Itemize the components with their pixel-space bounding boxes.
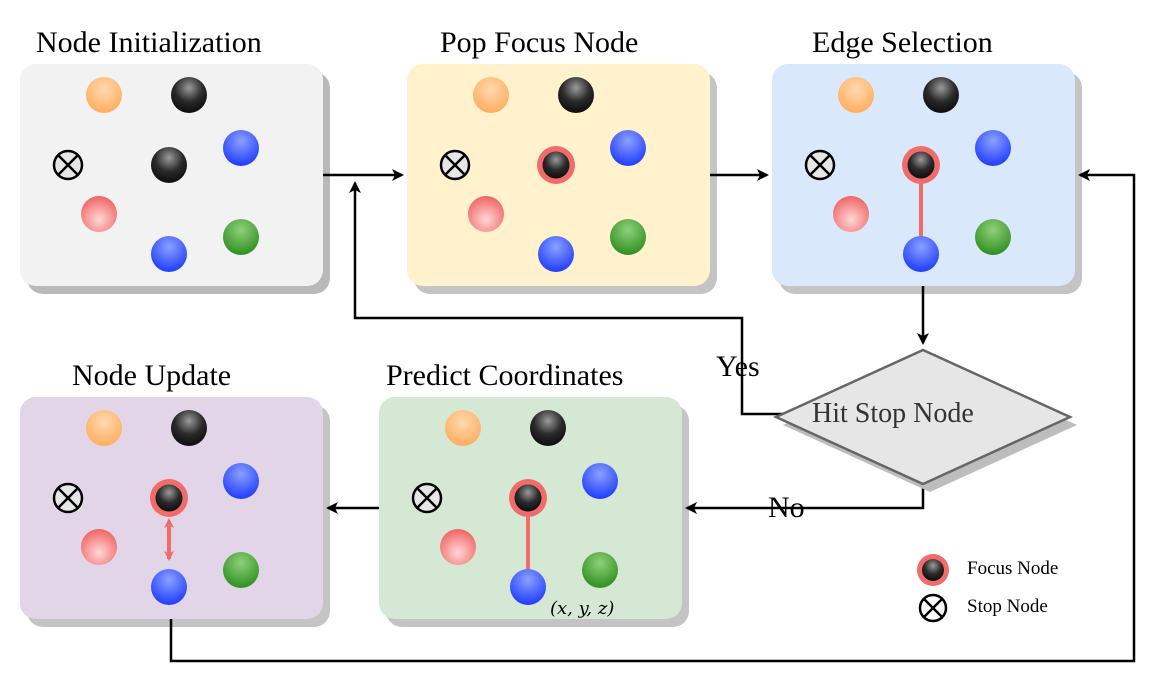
blue-node [975,130,1011,166]
focus-node [155,484,183,512]
red-node [440,529,476,565]
red-node [81,529,117,565]
orange-node [445,410,481,446]
stop-node-legend-icon [918,593,948,623]
legend-stop-node-label: Stop Node [967,596,1048,617]
orange-node [473,77,509,113]
arrow-yes-loop [349,181,783,416]
stop-node-icon [439,149,471,181]
black-node [923,77,959,113]
green-node [582,552,618,588]
title-node-initialization: Node Initialization [36,26,262,59]
blue-node [223,130,259,166]
green-node [223,552,259,588]
decision-label: Hit Stop Node [812,398,974,429]
decision-hit-stop-node [772,348,1077,492]
orange-node [86,77,122,113]
green-node [223,219,259,255]
focus-node-legend-icon [922,559,944,581]
nodes-node-update [52,410,259,605]
nodes-node-initialization [52,77,259,272]
nodes-pop-focus-node [439,77,646,272]
blue-node [223,463,259,499]
no-label: No [768,491,805,524]
red-node [81,196,117,232]
red-node [833,196,869,232]
blue-node [151,569,187,605]
legend [917,554,949,623]
title-node-update: Node Update [72,359,232,392]
nodes-predict-coordinates [411,410,618,605]
blue-node [582,463,618,499]
blue-node [610,130,646,166]
legend-focus-node-label: Focus Node [967,558,1059,579]
black-node [530,410,566,446]
orange-node [86,410,122,446]
focus-node [907,151,935,179]
orange-node [838,77,874,113]
green-node [975,219,1011,255]
coordinate-label: (x, y, z) [550,598,615,619]
arrow-no-to-predict [685,482,925,514]
stop-node-icon [411,482,443,514]
yes-label: Yes [716,350,760,383]
title-predict-coordinates: Predict Coordinates [386,359,624,392]
arrow-update-loop [169,169,1136,663]
title-pop-focus-node: Pop Focus Node [440,26,639,59]
title-edge-selection: Edge Selection [812,26,993,59]
blue-node [510,569,546,605]
focus-node [514,484,542,512]
black-node [171,77,207,113]
stop-node-icon [804,149,836,181]
focus-node [542,151,570,179]
blue-node [151,236,187,272]
green-node [610,219,646,255]
nodes-edge-selection [804,77,1011,272]
black-node [151,147,187,183]
stop-node-icon [52,149,84,181]
blue-node [903,236,939,272]
red-node [468,196,504,232]
nodes-layer [52,77,1011,605]
black-node [171,410,207,446]
stop-node-icon [52,482,84,514]
black-node [558,77,594,113]
blue-node [538,236,574,272]
